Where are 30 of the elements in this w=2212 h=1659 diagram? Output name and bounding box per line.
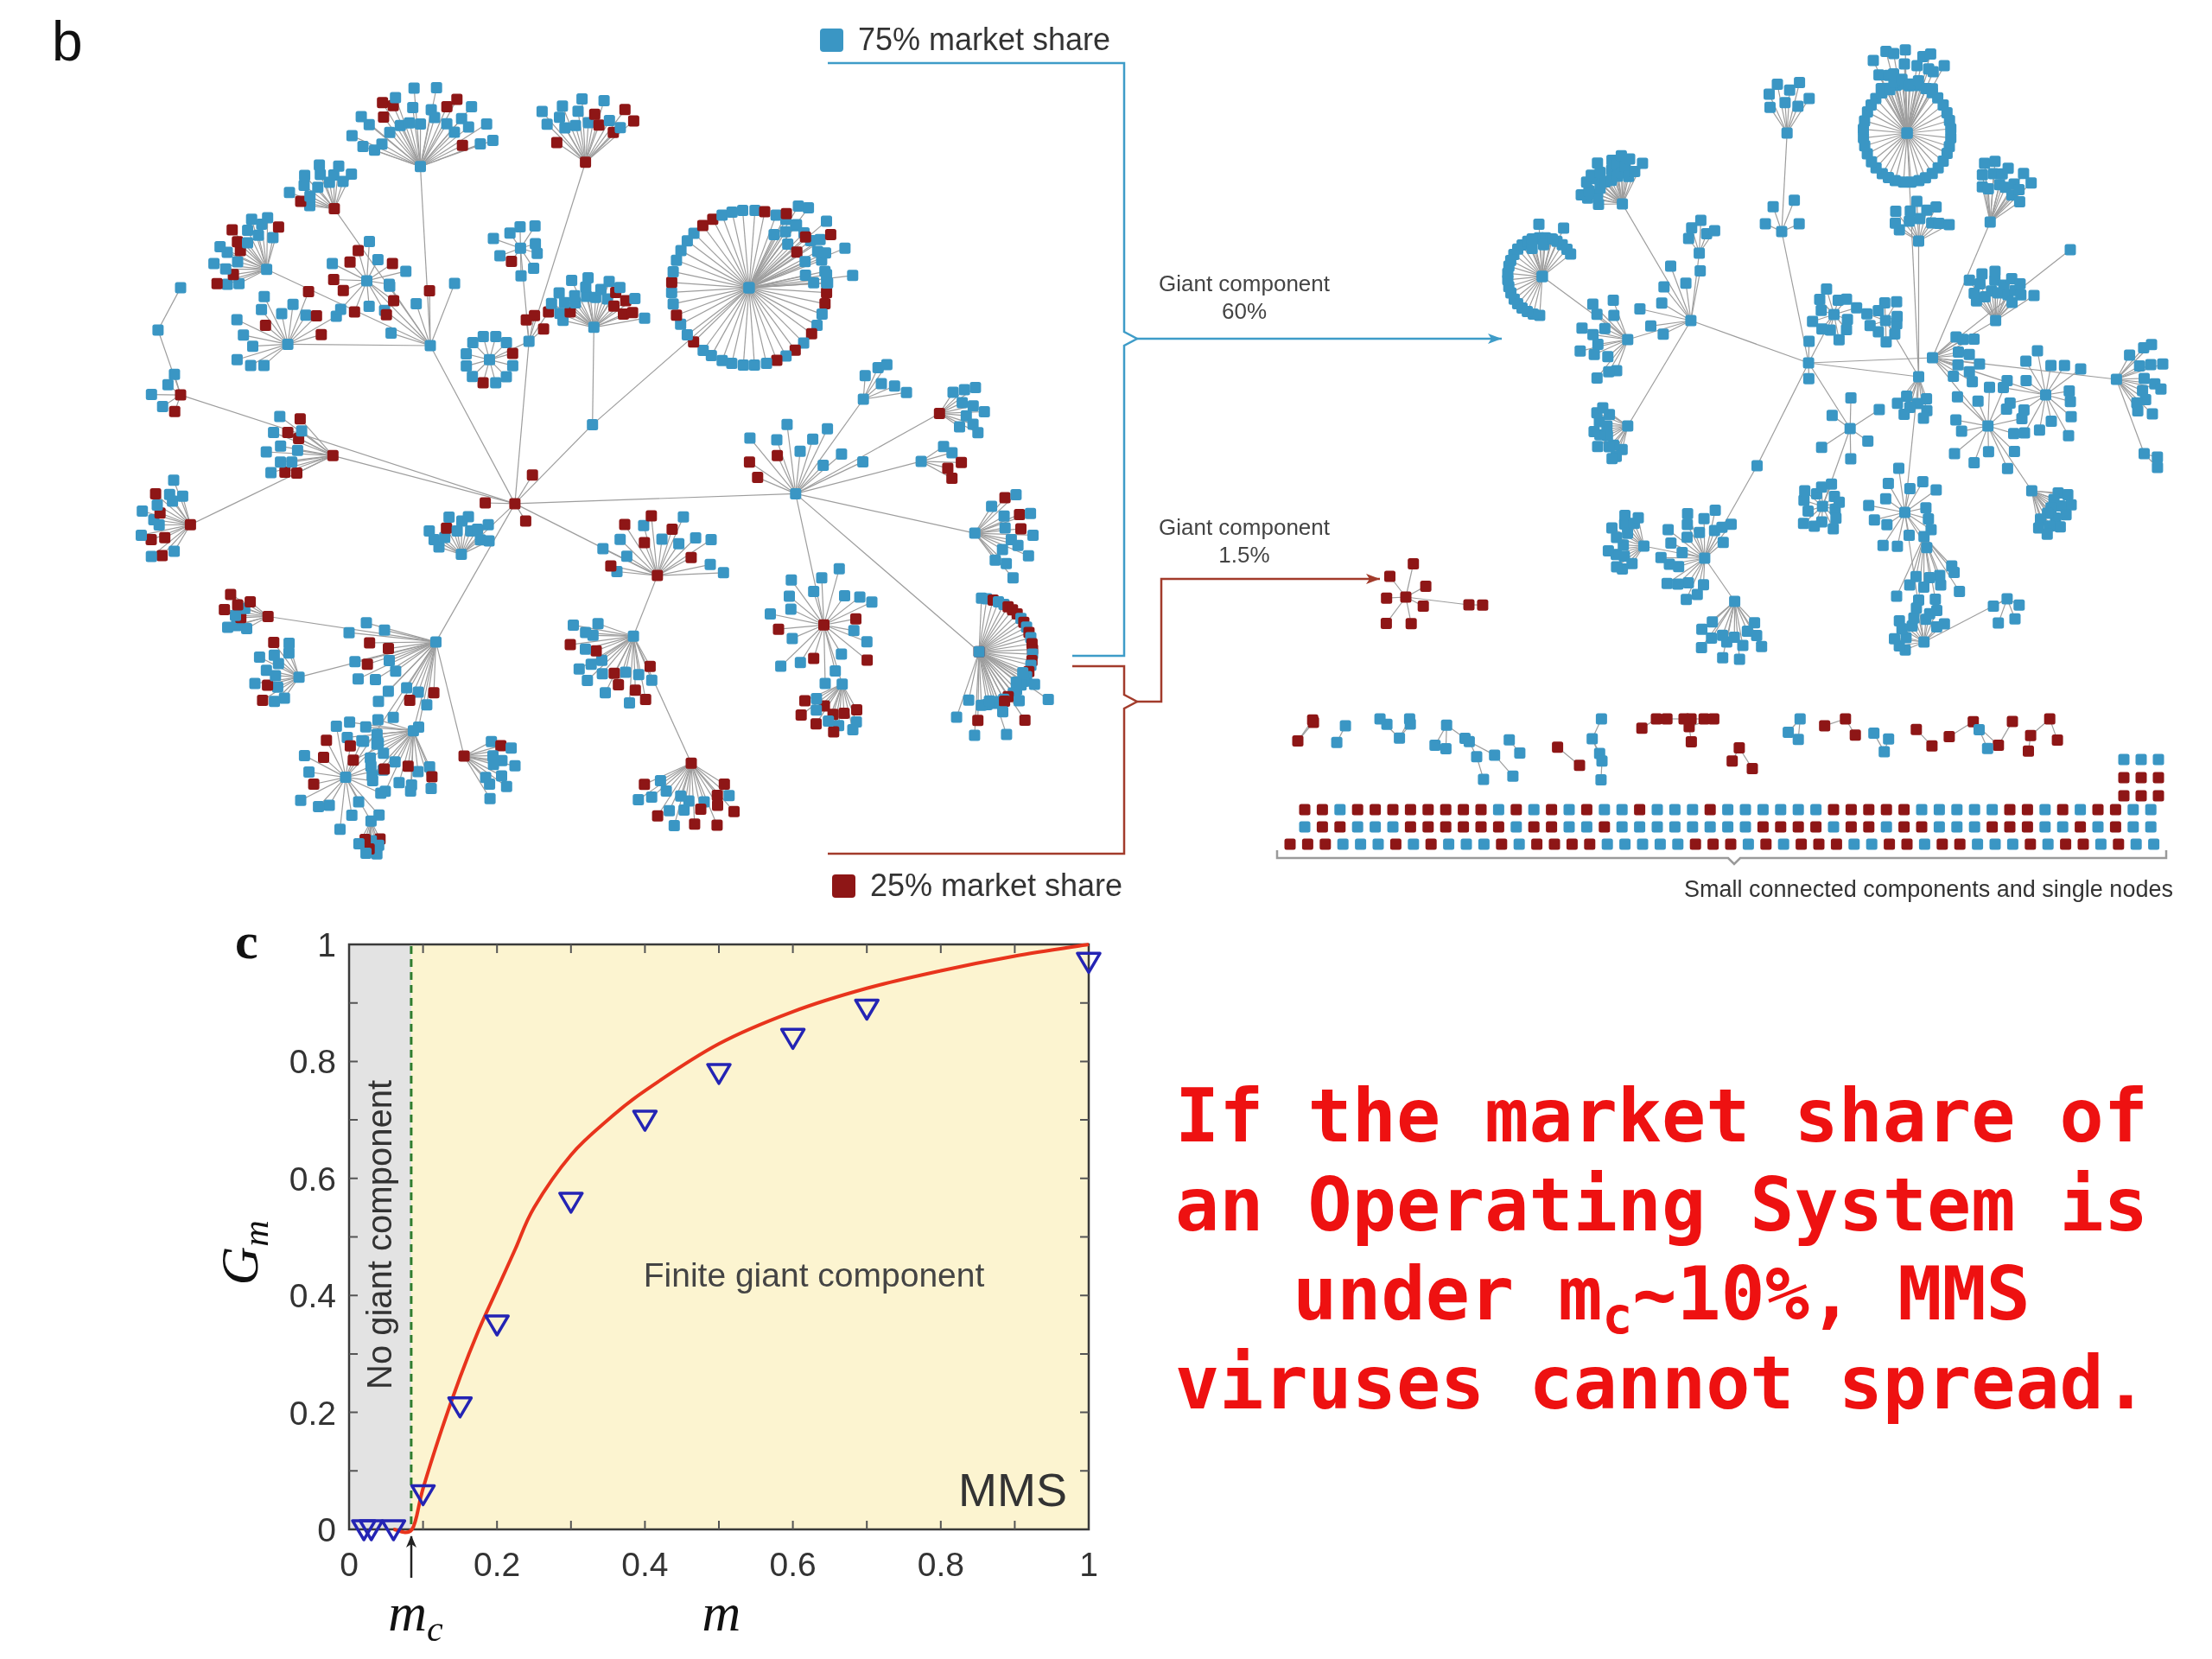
edge-label: Giant component 60%: [1158, 270, 1331, 325]
annotation-text: MMS: [958, 1466, 1067, 1513]
note-text: If the market share of an Operating System is under m$_{c}$~10%, MMS viruses cannot spread.: [1174, 1072, 2149, 1427]
annotation-text: No giant component: [362, 1080, 397, 1389]
annotation-text: Finite giant component: [643, 1257, 985, 1292]
tick-label: 0: [340, 1547, 359, 1581]
tick-label: 0.6: [289, 1161, 336, 1196]
tick-label: 0.8: [917, 1547, 964, 1581]
network-cluster: [1380, 558, 1489, 630]
tick-label: 1: [1079, 1547, 1098, 1581]
tick-label: 0: [317, 1512, 336, 1547]
axis-title: m: [702, 1586, 741, 1639]
tick-label: 1: [317, 927, 336, 962]
panel-label: b: [52, 10, 83, 74]
legend-text: 25% market share: [870, 868, 1123, 904]
panel-label: c: [235, 912, 258, 971]
node-label: Small connected components and single nodes: [1684, 876, 2173, 904]
arrow: [1137, 334, 1502, 344]
node-grid: [1284, 713, 2164, 850]
tick-label: 0.4: [621, 1547, 669, 1581]
tick-label: 0.2: [289, 1395, 336, 1430]
network-graph: [1502, 44, 2169, 665]
edge-label: Giant component 1.5%: [1158, 513, 1331, 569]
tick-label: 0.4: [289, 1278, 336, 1313]
tick-label: 0.6: [769, 1547, 817, 1581]
axis-annotation: m$_{c}$: [388, 1586, 443, 1639]
arrow: [1137, 574, 1380, 703]
tick-label: 0.2: [474, 1547, 521, 1581]
tick-label: 0.8: [289, 1044, 336, 1078]
legend-text: 75% market share: [858, 22, 1111, 58]
